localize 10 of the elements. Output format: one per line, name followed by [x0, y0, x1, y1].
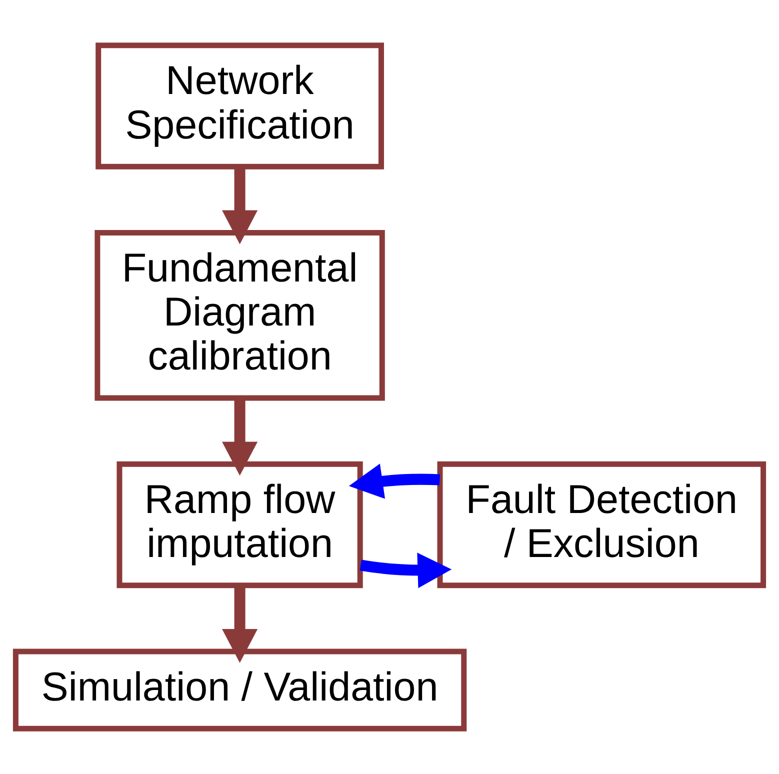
- node-box: Network Specification: [96, 42, 384, 170]
- node-box: Ramp flow imputation: [116, 461, 363, 588]
- node-box: Fundamental Diagram calibration: [94, 230, 385, 401]
- arrow: [222, 398, 258, 476]
- arrow: [222, 166, 258, 244]
- node-box: Fault Detection / Exclusion: [437, 461, 766, 588]
- arrow: [222, 586, 258, 663]
- node-box: Simulation / Validation: [12, 648, 467, 732]
- arrow: [348, 464, 440, 499]
- arrow: [360, 552, 452, 588]
